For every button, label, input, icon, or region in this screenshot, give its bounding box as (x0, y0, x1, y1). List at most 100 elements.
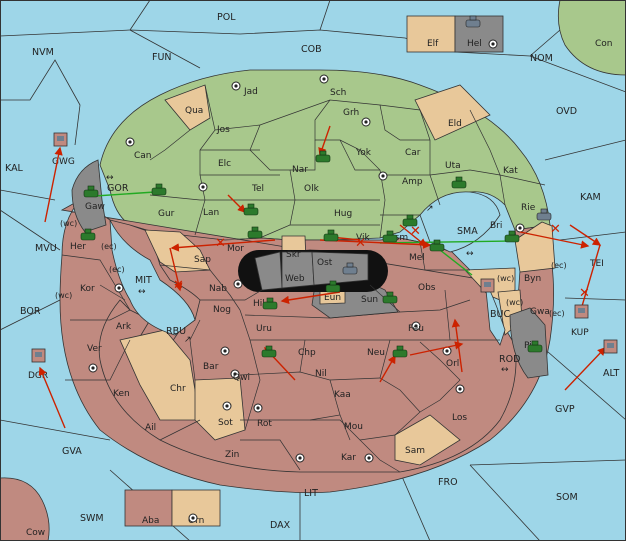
unit-marker[interactable] (480, 278, 495, 293)
sea-labels: POL NVM FUN COB NOM OVD KAL KAM MVU BOR … (5, 12, 619, 531)
supply-center (220, 346, 230, 356)
prov-eld: Eld (448, 119, 462, 129)
coast-labels: (wc) (ec) (ec) (wc) (wc) (ec) (wc) (ec) (55, 219, 567, 318)
prov-bar: Bar (203, 362, 219, 372)
prov-gwg: GWG (52, 157, 75, 167)
prov-grh: Grh (343, 108, 359, 118)
sea-rod: ROD (499, 354, 520, 365)
army-unit[interactable] (392, 345, 408, 358)
unit-marker[interactable] (31, 348, 46, 363)
unit-marker[interactable] (574, 304, 589, 319)
failed-order-x: ✕ (579, 286, 590, 301)
supply-center (411, 321, 421, 331)
unit-marker[interactable] (53, 132, 68, 147)
unit-marker[interactable] (603, 339, 618, 354)
prov-neu: Neu (367, 348, 385, 358)
supply-center (88, 363, 98, 373)
fleet-unit[interactable] (342, 262, 358, 275)
prov-web: Web (285, 274, 305, 284)
prov-nar: Nar (292, 165, 308, 175)
army-unit[interactable] (451, 176, 467, 189)
army-unit[interactable] (243, 203, 259, 216)
army-unit[interactable] (527, 340, 543, 353)
prov-lan: Lan (203, 208, 219, 218)
legend-aba-label: Aba (142, 516, 159, 526)
prov-rie: Rie (521, 203, 536, 213)
fleet-unit[interactable] (465, 15, 481, 28)
army-unit[interactable] (80, 228, 96, 241)
sea-alt: ALT (603, 368, 619, 379)
prov-jos: Jos (216, 125, 230, 135)
sea-unit-markers (31, 132, 618, 363)
units (80, 150, 543, 358)
prov-sch: Sch (330, 88, 346, 98)
legend-tan-box (406, 15, 456, 53)
supply-center (319, 74, 329, 84)
army-unit[interactable] (151, 183, 167, 196)
failed-order-x: ✕ (173, 278, 184, 293)
coast-wc-kor: (wc) (55, 291, 72, 300)
army-unit[interactable] (315, 150, 331, 163)
army-unit[interactable] (247, 226, 263, 239)
sea-swm: SWM (80, 513, 104, 524)
prov-kar: Kar (341, 453, 356, 463)
army-unit[interactable] (382, 291, 398, 304)
army-unit[interactable] (262, 297, 278, 310)
inner-sea-mit (109, 219, 196, 336)
land-cow (0, 477, 50, 541)
failed-order-x: ✕ (410, 224, 421, 239)
supply-center (455, 384, 465, 394)
supply-center (233, 279, 243, 289)
prov-hug: Hug (334, 209, 352, 219)
prov-ost: Ost (317, 258, 333, 268)
army-unit[interactable] (83, 185, 99, 198)
move-orders (38, 125, 606, 429)
fleets (342, 15, 552, 275)
sea-fro: FRO (438, 477, 458, 488)
fleet-unit[interactable] (536, 208, 552, 221)
army-unit[interactable] (504, 230, 520, 243)
failed-order-x: ✕ (355, 236, 366, 251)
prov-tan-east (514, 221, 556, 273)
failed-order-marks: ✕ ✕ ✕ ✕ ✕ ✕ (173, 222, 590, 301)
sea-sma: SMA (457, 226, 478, 237)
failed-order-x: ✕ (215, 236, 226, 251)
sea-rbu: RBU (166, 326, 186, 337)
supply-center (188, 513, 198, 523)
army-unit[interactable] (325, 280, 341, 293)
army-unit[interactable] (261, 345, 277, 358)
prov-zin: Zin (225, 450, 239, 460)
prov-sot: Sot (218, 418, 233, 428)
prov-vik: Vik (356, 233, 370, 243)
passage-rbu-diag-arrow: ↗ (184, 335, 192, 345)
passage-sma-arrow: ↔ (466, 249, 474, 259)
prov-bri: Bri (490, 221, 502, 231)
coast-ec-kor: (ec) (109, 265, 125, 274)
army-unit[interactable] (323, 229, 339, 242)
supply-center (378, 171, 388, 181)
army-unit[interactable] (429, 239, 445, 252)
prov-nil: Nil (315, 369, 327, 379)
supply-center (488, 39, 498, 49)
prov-chp: Chp (298, 348, 316, 358)
prov-qua-fill (164, 84, 211, 131)
sea-buc: BUC (490, 309, 510, 320)
prov-elc: Elc (218, 159, 231, 169)
prov-uta: Uta (445, 161, 461, 171)
passage-rod-arrow: ↔ (501, 365, 509, 375)
prov-tel: Tel (251, 184, 264, 194)
army-unit[interactable] (382, 230, 398, 243)
prov-nab: Nab (209, 284, 227, 294)
sea-fun: FUN (152, 52, 172, 63)
prov-sot-fill (194, 377, 246, 441)
coast-ec-byn: (ec) (551, 261, 567, 270)
prov-sun: Sun (361, 295, 378, 305)
land-cow-label: Cow (26, 528, 45, 538)
coast-wc-gwa: (wc) (506, 298, 523, 307)
prov-eun: Eun (324, 293, 341, 303)
passage-arrows: ↔ ↔ ↔ ↔ ↗ ↗ (106, 173, 509, 375)
passage-sma-diag-arrow: ↗ (426, 204, 434, 214)
sea-pol: POL (217, 12, 236, 23)
army-unit[interactable] (402, 214, 418, 227)
